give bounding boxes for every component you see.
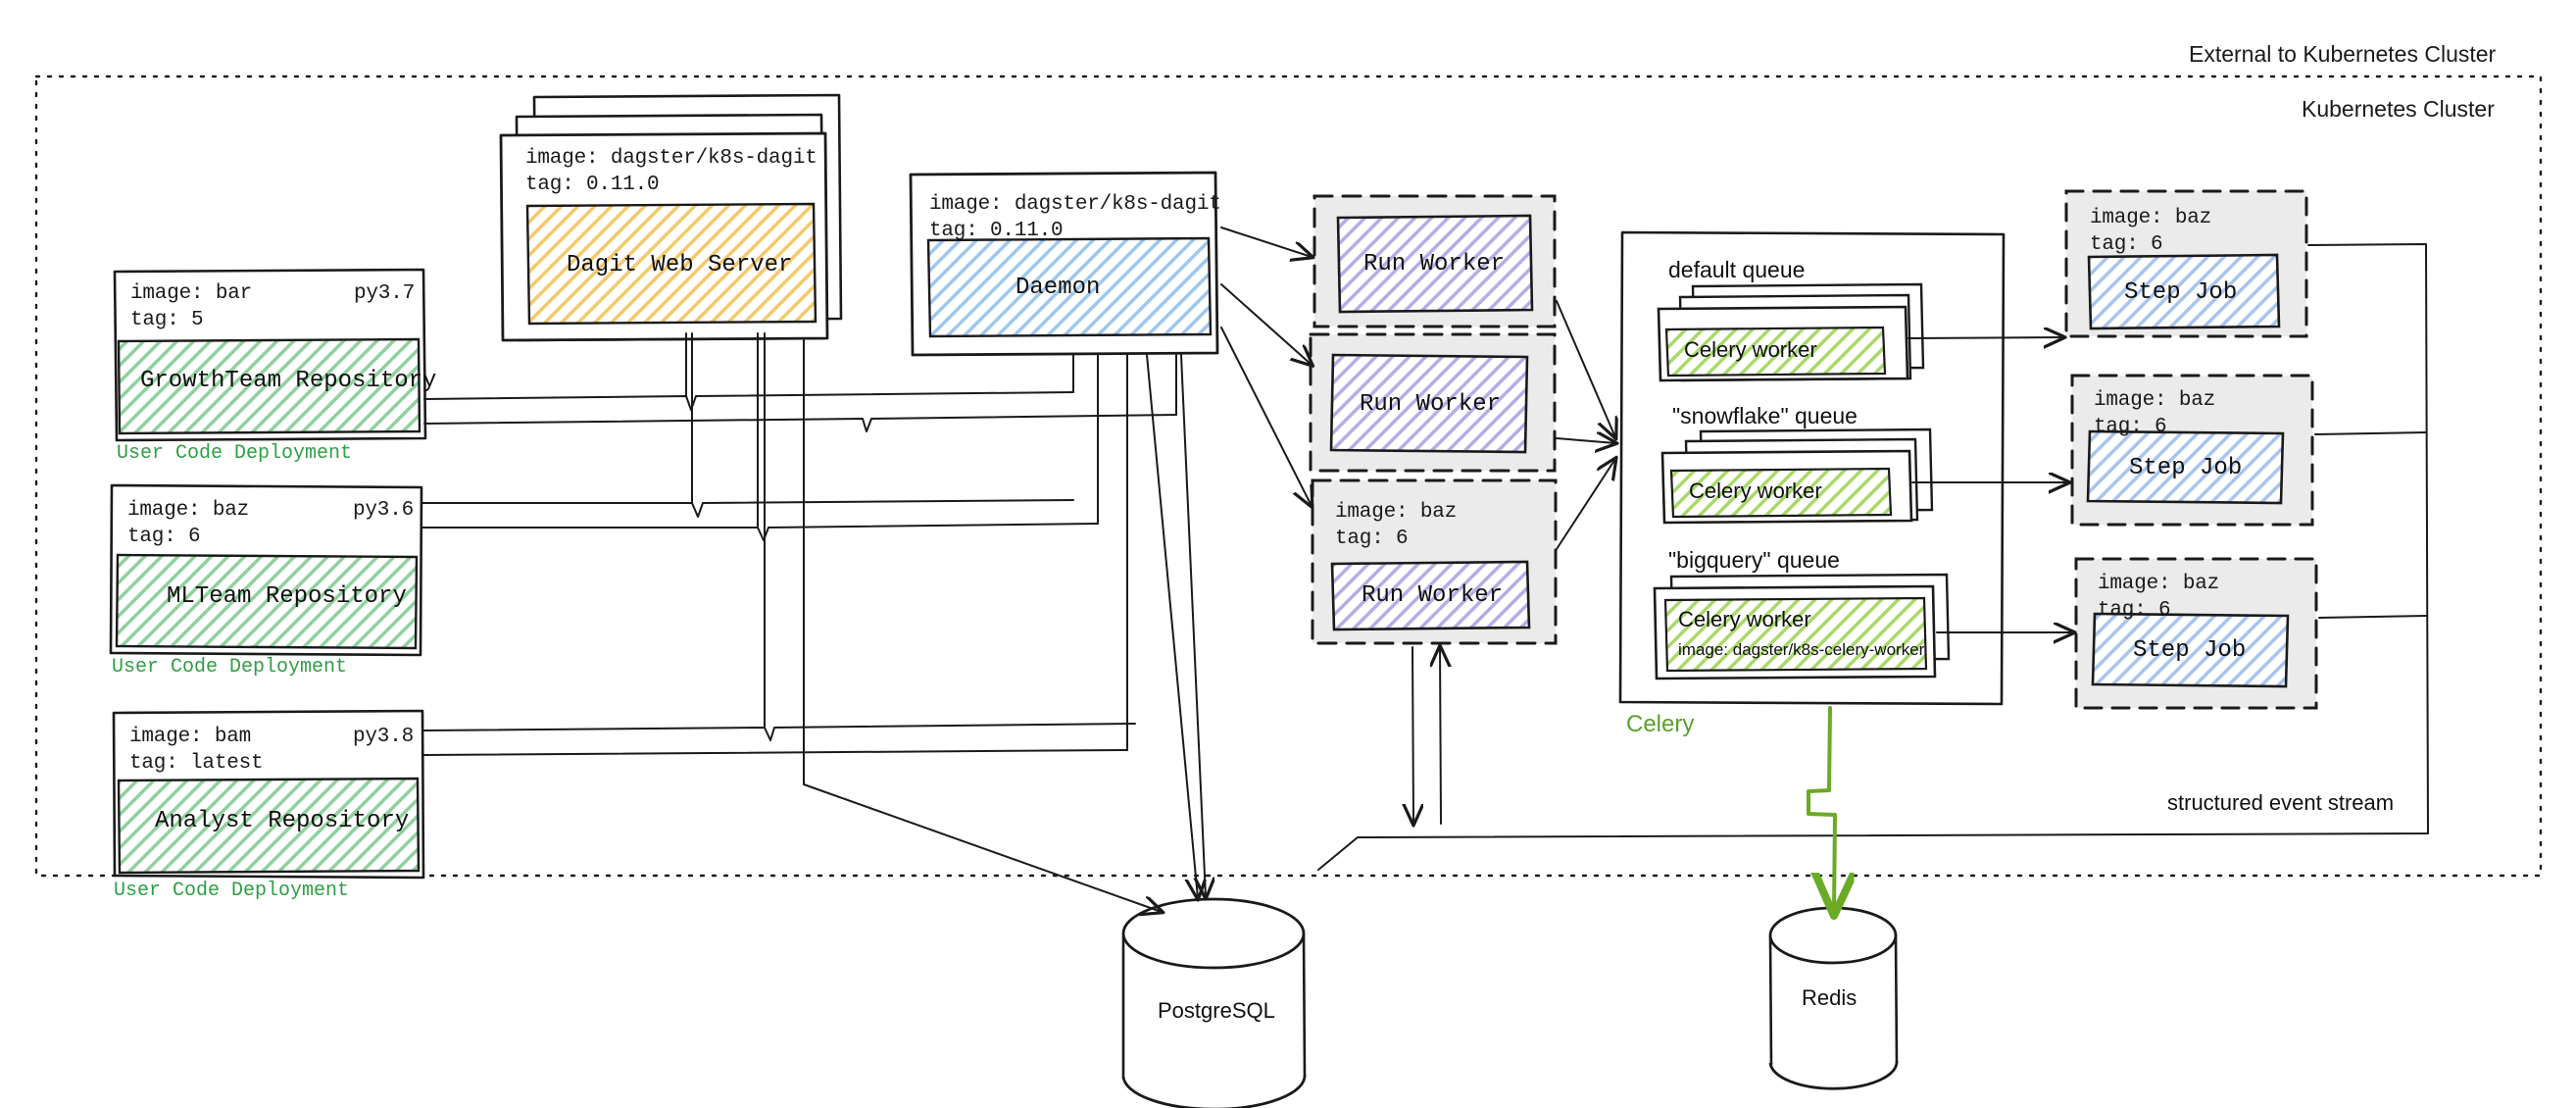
step-job-2-image: image: baz: [2094, 389, 2216, 412]
dagit-tag: tag: 0.11.0: [525, 174, 660, 196]
dagit-node-label: Dagit Web Server: [567, 252, 793, 278]
step-job-1-tag: tag: 6: [2090, 233, 2163, 256]
celery-worker-default-label: Celery worker: [1684, 337, 1817, 362]
deployment-2-tag: tag: 6: [127, 526, 201, 548]
step-job-3-tag: tag: 6: [2098, 599, 2171, 622]
queue-title-bigquery: "bigquery" queue: [1668, 547, 1840, 573]
deployment-3-image: image: bam: [129, 726, 252, 748]
step-job-1-image: image: baz: [2090, 207, 2212, 229]
deployment-2-caption: User Code Deployment: [112, 656, 348, 679]
deployment-3-caption: User Code Deployment: [114, 880, 350, 902]
deployment-3-node-label: Analyst Repository: [155, 808, 410, 834]
deployment-1-node-label: GrowthTeam Repository: [140, 368, 437, 394]
redis-label: Redis: [1802, 985, 1858, 1010]
step-job-2-tag: tag: 6: [2094, 416, 2167, 438]
run-worker-3-image: image: baz: [1335, 501, 1458, 524]
step-job-2-label: Step Job: [2129, 455, 2243, 481]
queue-title-default: default queue: [1668, 257, 1806, 282]
dagit-image: image: dagster/k8s-dagit: [525, 147, 817, 170]
celery-worker-snowflake-label: Celery worker: [1689, 478, 1822, 503]
deployment-1-tag: tag: 5: [130, 309, 204, 331]
daemon-node-label: Daemon: [1016, 275, 1101, 301]
run-worker-1-label: Run Worker: [1363, 251, 1506, 277]
deployment-2-node-label: MLTeam Repository: [167, 583, 407, 610]
deployment-1-caption: User Code Deployment: [117, 442, 353, 465]
daemon-tag: tag: 0.11.0: [929, 220, 1064, 242]
step-job-3-image: image: baz: [2098, 573, 2220, 595]
run-worker-2-label: Run Worker: [1360, 391, 1502, 418]
run-worker-3-tag: tag: 6: [1335, 528, 1409, 550]
step-job-1-label: Step Job: [2124, 279, 2238, 306]
external-boundary-label: External to Kubernetes Cluster: [2189, 41, 2497, 67]
run-worker-3-label: Run Worker: [1362, 582, 1504, 609]
step-job-3-label: Step Job: [2133, 637, 2247, 664]
daemon-image: image: dagster/k8s-dagit: [929, 193, 1221, 216]
deployment-2-image: image: baz: [127, 499, 250, 522]
postgresql-label: PostgreSQL: [1158, 998, 1275, 1023]
celery-worker-bigquery-label: Celery worker: [1678, 607, 1811, 631]
celery-group-label: Celery: [1626, 711, 1695, 737]
celery-worker-bigquery-image: image: dagster/k8s-celery-worker: [1678, 640, 1925, 659]
deployment-1-image: image: bar: [130, 282, 253, 305]
deployment-2-python-version: py3.6: [353, 499, 415, 522]
deployment-1-python-version: py3.7: [354, 282, 416, 305]
queue-title-snowflake: "snowflake" queue: [1672, 403, 1858, 428]
kubernetes-cluster-label: Kubernetes Cluster: [2302, 96, 2495, 122]
deployment-3-tag: tag: latest: [129, 752, 264, 775]
structured-event-stream-label: structured event stream: [2167, 790, 2395, 815]
deployment-3-python-version: py3.8: [353, 726, 415, 748]
